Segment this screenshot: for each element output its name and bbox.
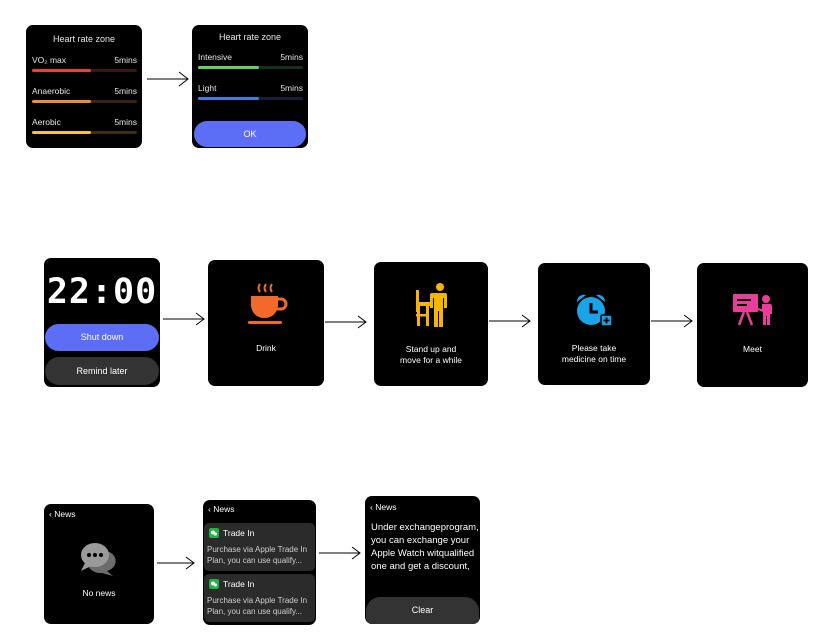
arrow-icon <box>163 312 205 326</box>
app-icon <box>209 579 219 589</box>
stand-caption-line1: Stand up and <box>405 344 457 354</box>
meet-reminder-screen: Meet <box>697 263 808 387</box>
zone-vo2max-bar <box>32 69 137 72</box>
chevron-left-icon: ‹ <box>49 509 52 519</box>
back-button[interactable]: ‹ News <box>49 509 75 519</box>
news-empty-screen: ‹ News No news <box>44 504 154 624</box>
ok-button[interactable]: OK <box>194 121 306 147</box>
zone-anaerobic-fill <box>32 100 91 103</box>
no-news-label: No news <box>82 588 116 598</box>
message-line: one and get a discount, <box>371 561 470 572</box>
clear-button[interactable]: Clear <box>366 597 479 624</box>
zone-vo2max-fill <box>32 69 91 72</box>
arrow-icon <box>319 546 361 560</box>
drink-caption: Drink <box>256 343 276 353</box>
message-line: Apple Watch witqualified <box>371 548 475 559</box>
news-card-title: Trade In <box>223 579 255 589</box>
back-label: News <box>54 509 76 519</box>
message-line: you can exchange your <box>371 535 470 546</box>
back-label: News <box>375 502 397 512</box>
medicine-caption-line2: medicine on time <box>561 354 627 364</box>
person-standing-icon <box>416 283 447 327</box>
arrow-icon <box>651 314 693 328</box>
zone-light-bar <box>198 97 303 100</box>
arrow-icon <box>325 315 367 329</box>
zone-intensive-bar <box>198 66 303 69</box>
zone-light-label: Light <box>198 83 217 93</box>
news-card[interactable]: Trade In Purchase via Apple Trade In Pla… <box>204 574 315 622</box>
clock-time: 22:00 <box>46 272 158 312</box>
heart-rate-screen-2: Heart rate zone Intensive 5mins Light 5m… <box>192 25 308 148</box>
zone-vo2max-label: VO₂ max <box>32 55 66 65</box>
chat-icon <box>211 581 218 587</box>
chevron-left-icon: ‹ <box>208 504 211 514</box>
zone-aerobic-bar <box>32 131 137 134</box>
news-card-title: Trade In <box>223 528 255 538</box>
news-list-screen: ‹ News Trade In Purchase via Apple Trade… <box>203 500 316 625</box>
arrow-icon <box>157 556 195 570</box>
arrow-icon <box>489 314 531 328</box>
back-button[interactable]: ‹ News <box>370 502 396 512</box>
chevron-left-icon: ‹ <box>370 502 373 512</box>
arrow-icon <box>147 71 189 87</box>
zone-light-value: 5mins <box>280 83 303 93</box>
alarm-clock-icon <box>576 294 613 327</box>
news-card[interactable]: Trade In Purchase via Apple Trade In Pla… <box>204 523 315 571</box>
zone-aerobic-label: Aerobic <box>32 117 61 127</box>
zone-intensive-value: 5mins <box>280 52 303 62</box>
back-button[interactable]: ‹ News <box>208 504 234 514</box>
back-label: News <box>213 504 235 514</box>
chat-icon <box>211 530 218 536</box>
heart-rate-screen-1: Heart rate zone VO₂ max 5mins Anaerobic … <box>26 25 142 148</box>
presentation-icon <box>733 294 772 326</box>
medicine-reminder-screen: Please take medicine on time <box>538 263 650 385</box>
news-card-line1: Purchase via Apple Trade In <box>207 545 308 554</box>
zone-light-fill <box>198 97 259 100</box>
news-card-line2: Plan, you can use qualify... <box>207 607 303 616</box>
stand-caption-line2: move for a while <box>400 355 462 365</box>
zone-vo2max-value: 5mins <box>114 55 137 65</box>
shut-down-button[interactable]: Shut down <box>45 324 159 351</box>
app-icon <box>209 528 219 538</box>
zone-anaerobic-label: Anaerobic <box>32 86 71 96</box>
coffee-cup-icon <box>248 283 288 324</box>
zone-intensive-label: Intensive <box>198 52 233 62</box>
meet-caption: Meet <box>743 344 762 354</box>
hr-title: Heart rate zone <box>52 34 116 44</box>
remind-later-button[interactable]: Remind later <box>45 357 159 385</box>
zone-aerobic-fill <box>32 131 91 134</box>
message-line: Under exchangeprogram, <box>371 522 479 533</box>
zone-aerobic-value: 5mins <box>114 117 137 127</box>
news-detail-screen: ‹ News Under exchangeprogram, you can ex… <box>365 496 480 624</box>
zone-intensive-fill <box>198 66 259 69</box>
news-card-line2: Plan, you can use qualify... <box>207 556 303 565</box>
hr-title: Heart rate zone <box>218 32 282 42</box>
medicine-caption-line1: Please take <box>571 343 617 353</box>
stand-reminder-screen: Stand up and move for a while <box>374 262 488 386</box>
bedtime-reminder-screen: 22:00 Shut down Remind later <box>44 258 160 387</box>
chat-bubbles-icon <box>81 543 116 576</box>
news-card-line1: Purchase via Apple Trade In <box>207 596 308 605</box>
zone-anaerobic-bar <box>32 100 137 103</box>
zone-anaerobic-value: 5mins <box>114 86 137 96</box>
drink-reminder-screen: Drink <box>208 260 324 386</box>
